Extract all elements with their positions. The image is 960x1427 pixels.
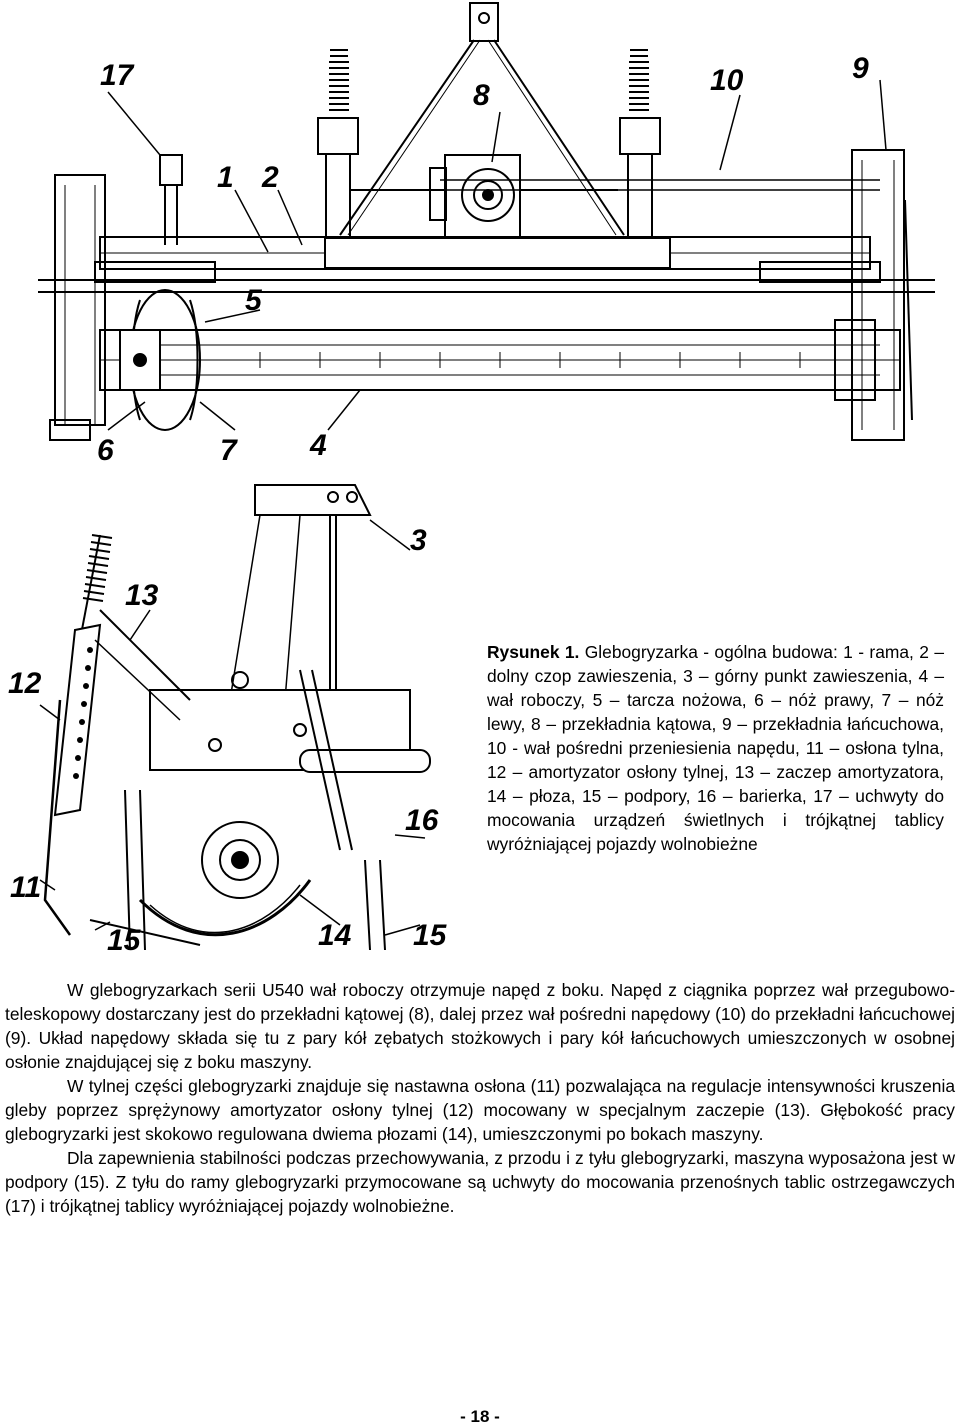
callout-8: 8 [473, 79, 490, 112]
body-text: W glebogryzarkach serii U540 wał roboczy… [5, 978, 955, 1218]
top-view-drawing [38, 2, 935, 441]
paragraph-2: W tylnej części glebogryzarki znajduje s… [5, 1076, 955, 1144]
page-number: - 18 - [460, 1407, 500, 1426]
callout-1: 1 [217, 161, 234, 194]
callout-10: 10 [710, 64, 744, 97]
callout-6: 6 [97, 434, 114, 467]
callout-15-right: 15 [413, 919, 448, 952]
callout-2: 2 [261, 161, 279, 194]
callout-11: 11 [10, 871, 41, 904]
machine-drawing: 17 1 2 8 10 9 5 6 7 4 3 13 12 16 11 15 1… [8, 2, 935, 957]
paragraph-1: W glebogryzarkach serii U540 wał roboczy… [5, 980, 955, 1072]
callout-13: 13 [125, 579, 159, 612]
callout-15-left: 15 [107, 924, 142, 957]
caption-label: Rysunek 1. [487, 642, 580, 662]
callout-4: 4 [309, 429, 327, 462]
callout-9: 9 [852, 52, 869, 85]
figure-caption: Rysunek 1. Glebogryzarka - ogólna budowa… [487, 640, 944, 856]
callout-16: 16 [405, 804, 439, 837]
callout-5: 5 [245, 284, 263, 317]
side-view-drawing [39, 484, 431, 951]
callout-14: 14 [318, 919, 352, 952]
callout-7: 7 [220, 434, 238, 467]
paragraph-3: Dla zapewnienia stabilności podczas prze… [5, 1148, 955, 1216]
callout-3: 3 [410, 524, 427, 557]
caption-text: Glebogryzarka - ogólna budowa: 1 - rama,… [487, 642, 944, 854]
callout-17: 17 [100, 59, 135, 92]
callout-12: 12 [8, 667, 42, 700]
callout-numbers: 17 1 2 8 10 9 5 6 7 4 3 13 12 16 11 15 1… [8, 52, 869, 957]
